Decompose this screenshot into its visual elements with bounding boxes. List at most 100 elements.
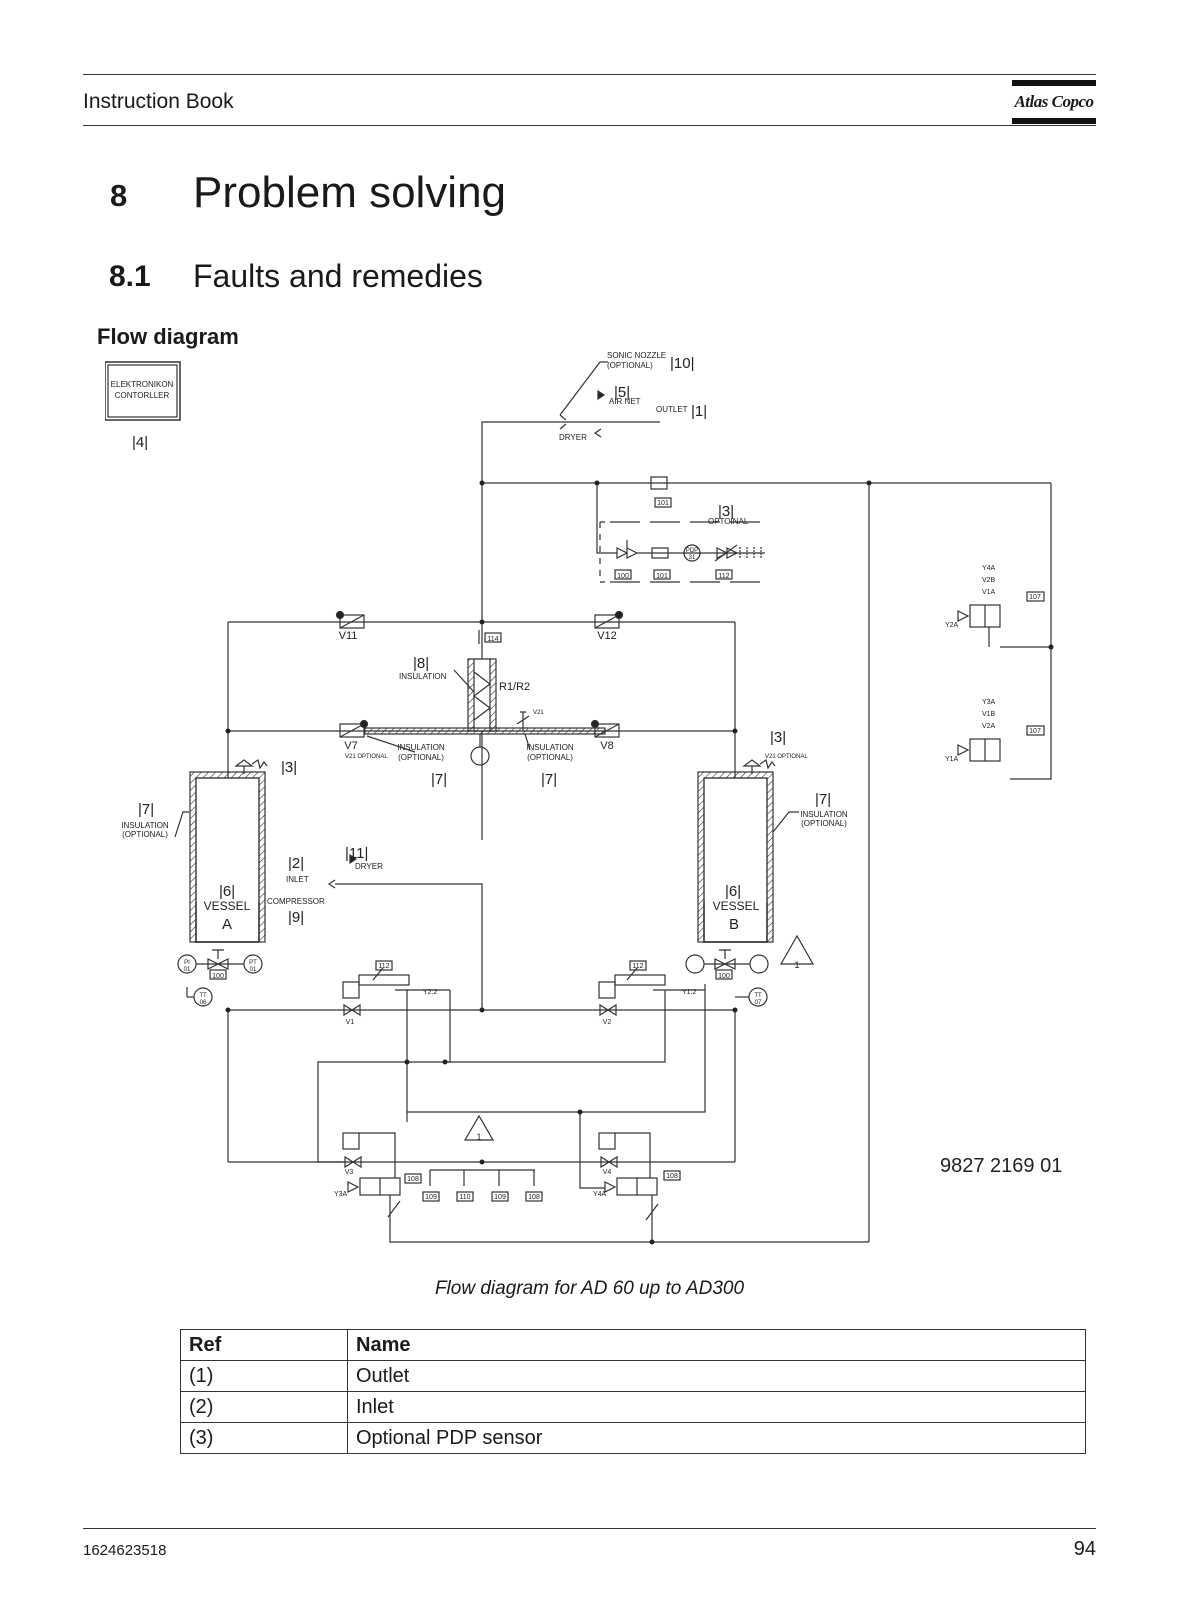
svg-text:V7: V7 <box>344 740 357 752</box>
svg-text:|3|: |3| <box>718 503 734 520</box>
svg-text:07: 07 <box>755 1000 762 1006</box>
subsection-number: 8.1 <box>109 260 151 293</box>
controller-label-2: CONTORLLER <box>115 391 170 400</box>
svg-text:(OPTIONAL): (OPTIONAL) <box>122 830 168 839</box>
valve-v12 <box>594 614 620 629</box>
svg-text:V12: V12 <box>597 630 617 642</box>
svg-text:|7|: |7| <box>138 801 154 818</box>
svg-text:OUTLET: OUTLET <box>656 405 688 414</box>
svg-text:|4|: |4| <box>132 434 148 451</box>
valve-v11 <box>339 614 365 629</box>
svg-text:V2A: V2A <box>982 723 996 730</box>
valve-v8 <box>594 723 620 738</box>
svg-text:Y2:2: Y2:2 <box>423 989 438 996</box>
svg-text:|10|: |10| <box>670 355 694 372</box>
column-header-ref: Ref <box>180 1329 348 1361</box>
svg-text:|9|: |9| <box>288 909 304 926</box>
svg-text:INSULATION: INSULATION <box>399 672 447 681</box>
drawing-number: 9827 2169 01 <box>940 1155 1062 1177</box>
svg-text:1: 1 <box>794 960 799 970</box>
name-cell: Outlet <box>347 1360 1086 1392</box>
svg-text:|11|: |11| <box>345 845 368 862</box>
svg-text:112: 112 <box>378 963 389 970</box>
svg-text:|5|: |5| <box>614 384 630 401</box>
svg-text:01: 01 <box>184 967 191 973</box>
svg-text:OPTOINAL: OPTOINAL <box>708 517 749 526</box>
svg-text:31: 31 <box>689 555 696 561</box>
svg-text:108: 108 <box>528 1194 540 1201</box>
svg-text:112: 112 <box>632 963 643 970</box>
svg-text:V4: V4 <box>603 1169 612 1176</box>
subsection-title: Faults and remedies <box>193 258 483 294</box>
svg-text:|7|: |7| <box>541 771 557 788</box>
svg-text:V1A: V1A <box>982 589 996 596</box>
svg-text:PDP: PDP <box>686 548 698 554</box>
svg-text:SONIC NOZZLE: SONIC NOZZLE <box>607 352 666 360</box>
table-row: (1) Outlet <box>180 1360 1086 1392</box>
name-cell: Inlet <box>347 1391 1086 1423</box>
svg-text:DRYER: DRYER <box>559 433 587 442</box>
svg-text:INSULATION: INSULATION <box>800 810 848 819</box>
svg-text:TT: TT <box>754 993 762 999</box>
svg-text:INSULATION: INSULATION <box>526 743 574 752</box>
svg-text:V1B: V1B <box>982 711 996 718</box>
controller-box <box>105 361 181 421</box>
svg-text:107: 107 <box>1029 728 1041 735</box>
svg-text:V3: V3 <box>345 1169 354 1176</box>
svg-text:|2|: |2| <box>288 855 304 872</box>
figure-heading: Flow diagram <box>97 324 239 349</box>
header-bottom-rule <box>83 125 1096 126</box>
svg-text:109: 109 <box>425 1194 437 1201</box>
table-header-row: Ref Name <box>180 1329 1086 1361</box>
svg-text:Y4A: Y4A <box>593 1191 607 1198</box>
svg-text:Y1:2: Y1:2 <box>682 989 697 996</box>
svg-text:|3|: |3| <box>281 759 297 776</box>
check-valve-101 <box>650 476 668 490</box>
svg-text:(OPTIONAL): (OPTIONAL) <box>607 361 653 370</box>
svg-text:108: 108 <box>407 1176 419 1183</box>
ref-cell: (3) <box>180 1422 348 1454</box>
controller-label: ELEKTRONIKON <box>111 380 174 389</box>
svg-text:Y3A: Y3A <box>982 699 996 706</box>
svg-text:V11: V11 <box>339 630 358 642</box>
svg-text:06: 06 <box>200 1000 207 1006</box>
svg-text:INSULATION: INSULATION <box>397 743 445 752</box>
footer-rule <box>83 1528 1096 1529</box>
ref-cell: (1) <box>180 1360 348 1392</box>
valve-v7 <box>339 723 365 738</box>
box-101 <box>654 497 672 508</box>
svg-text:R1/R2: R1/R2 <box>499 681 530 693</box>
svg-text:PI: PI <box>184 960 190 966</box>
svg-text:|6|: |6| <box>725 883 741 900</box>
svg-text:V8: V8 <box>600 740 613 752</box>
svg-text:A: A <box>222 916 232 933</box>
svg-text:100: 100 <box>617 573 629 580</box>
svg-text:|7|: |7| <box>431 771 447 788</box>
section-number: 8 <box>110 178 128 213</box>
svg-text:(OPTIONAL): (OPTIONAL) <box>801 819 847 828</box>
svg-text:DRYER: DRYER <box>355 862 383 871</box>
svg-text:101: 101 <box>656 573 668 580</box>
svg-text:100: 100 <box>212 973 224 980</box>
svg-text:109: 109 <box>494 1194 506 1201</box>
svg-text:|7|: |7| <box>815 791 831 808</box>
svg-text:107: 107 <box>1029 594 1041 601</box>
header-title: Instruction Book <box>83 90 234 113</box>
figure-caption: Flow diagram for AD 60 up to AD300 <box>434 1278 745 1299</box>
svg-text:(OPTIONAL): (OPTIONAL) <box>527 753 573 762</box>
svg-text:Y3A: Y3A <box>334 1191 348 1198</box>
svg-text:(OPTIONAL): (OPTIONAL) <box>398 753 444 762</box>
svg-text:101: 101 <box>657 500 669 507</box>
svg-text:Y2A: Y2A <box>945 622 959 629</box>
header-top-rule <box>83 74 1096 75</box>
svg-text:Y1A: Y1A <box>945 756 959 763</box>
svg-text:INSULATION: INSULATION <box>121 821 169 830</box>
ref-cell: (2) <box>180 1391 348 1423</box>
svg-text:|1|: |1| <box>691 403 707 420</box>
svg-text:100: 100 <box>718 973 730 980</box>
name-cell: Optional PDP sensor <box>347 1422 1086 1454</box>
svg-text:|8|: |8| <box>413 655 429 672</box>
svg-text:01: 01 <box>250 967 257 973</box>
svg-text:AIR NET: AIR NET <box>609 397 641 406</box>
table-row: (2) Inlet <box>180 1391 1086 1423</box>
